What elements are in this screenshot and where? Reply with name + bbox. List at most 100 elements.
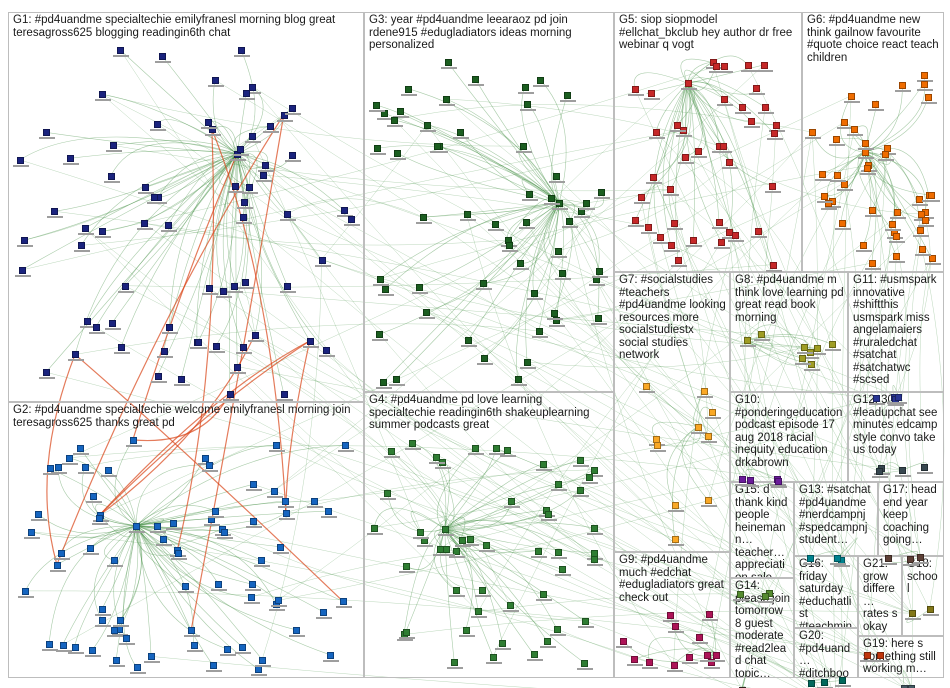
edge: [764, 231, 894, 597]
node: [105, 466, 113, 474]
node-label-mark: [820, 207, 837, 210]
edge: [526, 361, 838, 559]
node-label-mark: [208, 351, 225, 354]
edge: [809, 132, 818, 559]
node-label-mark: [429, 150, 446, 153]
node-label-mark: [371, 339, 388, 342]
node-label-mark: [279, 219, 296, 222]
group-label-g20: G20: #pd4uand… #ditchbook…: [799, 630, 851, 678]
node-label-mark: [55, 649, 72, 652]
edge: [102, 66, 717, 232]
node: [142, 183, 150, 191]
edge: [234, 153, 245, 287]
node-label-mark: [515, 151, 532, 154]
node: [205, 118, 213, 126]
node-label-mark: [916, 88, 933, 91]
node-label-mark: [757, 601, 774, 604]
node: [694, 423, 702, 431]
edge: [68, 445, 778, 479]
edge: [864, 152, 898, 213]
edge: [687, 83, 773, 265]
node-label-mark: [663, 250, 680, 253]
edge: [114, 439, 137, 526]
node-label-mark: [447, 667, 464, 670]
edge: [136, 525, 252, 585]
edge: [880, 235, 907, 469]
edge: [394, 119, 560, 203]
edge: [496, 448, 913, 614]
edge: [221, 528, 585, 622]
node: [65, 454, 73, 462]
node: [647, 90, 655, 98]
node-label-mark: [184, 635, 201, 638]
node-label-mark: [510, 384, 527, 387]
node: [491, 221, 499, 229]
edge: [532, 202, 560, 294]
node: [705, 610, 713, 618]
node-label-mark: [103, 180, 120, 183]
node: [544, 638, 552, 646]
edge: [718, 145, 832, 688]
node: [851, 125, 859, 133]
node: [284, 282, 292, 290]
edge: [496, 448, 740, 595]
edge: [253, 484, 843, 681]
edge: [683, 129, 930, 610]
edge: [653, 176, 905, 688]
node: [631, 85, 639, 93]
edge: [666, 426, 699, 506]
edge: [647, 83, 688, 227]
node: [893, 253, 901, 261]
node-label-mark: [254, 565, 271, 568]
edge: [136, 525, 228, 650]
node-label-mark: [88, 332, 105, 335]
edge: [710, 153, 885, 662]
node: [704, 432, 712, 440]
node: [748, 118, 756, 126]
edge: [19, 159, 880, 472]
node-label-mark: [872, 476, 889, 479]
edge: [286, 198, 423, 218]
edge: [261, 259, 322, 660]
edge: [151, 656, 537, 688]
node-label-mark: [722, 237, 739, 240]
edge: [143, 222, 509, 246]
edge: [672, 426, 699, 540]
node-label-mark: [125, 444, 142, 447]
node: [708, 408, 716, 416]
node: [695, 147, 703, 155]
node-label-mark: [915, 253, 932, 256]
edge: [237, 366, 421, 532]
edge: [84, 153, 238, 229]
edge: [403, 610, 913, 635]
node: [246, 183, 254, 191]
node-label-mark: [802, 563, 819, 566]
node: [319, 608, 327, 616]
node: [630, 656, 638, 664]
edge: [867, 165, 913, 688]
group-label-g14: G14: please join tomorrow 8 guest modera…: [735, 580, 790, 678]
node: [318, 256, 326, 264]
edge: [273, 64, 765, 491]
node-label-mark: [924, 263, 941, 266]
group-label-g2: G2: #pd4uandme specialtechie welcome emi…: [13, 404, 351, 429]
group-label-g11: G11: #usmspark innovative #shiftthis usm…: [853, 274, 937, 386]
edge: [864, 151, 895, 224]
node: [159, 536, 167, 544]
node-label-mark: [633, 201, 650, 204]
edge: [734, 235, 911, 560]
node-label-mark: [670, 265, 687, 268]
node: [526, 191, 534, 199]
edge: [418, 202, 560, 288]
edge: [648, 637, 717, 663]
edge: [136, 525, 263, 660]
edge: [45, 371, 880, 656]
node-label-mark: [881, 563, 898, 566]
node: [384, 489, 392, 497]
edge: [136, 445, 345, 526]
node-label-mark: [628, 224, 645, 227]
edge: [919, 258, 932, 468]
node: [506, 601, 514, 609]
group-box-g6: G6: #pd4uandme new think gailnow favouri…: [802, 12, 944, 272]
